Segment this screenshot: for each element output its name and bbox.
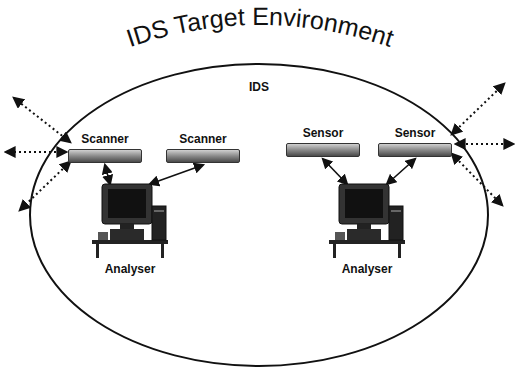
external-traffic bbox=[6, 84, 513, 210]
device-label: Scanner bbox=[166, 132, 240, 146]
sensor-device bbox=[286, 143, 360, 157]
device-label: Scanner bbox=[68, 132, 142, 146]
scanner-device bbox=[166, 149, 240, 163]
ids-boundary: IDS Scanner Scanner Sensor SensorAnalyser Ana… bbox=[28, 62, 490, 368]
computer-icon bbox=[88, 182, 172, 260]
sensor-node: Sensor bbox=[286, 126, 360, 157]
device-label: Sensor bbox=[378, 126, 452, 140]
link-arrow bbox=[105, 165, 110, 184]
region-label: IDS bbox=[28, 80, 490, 94]
scanner-node: Scanner bbox=[166, 132, 240, 163]
sensor-device bbox=[378, 143, 452, 157]
curved-title: IDS Target Environment bbox=[123, 2, 398, 52]
scanner-device bbox=[68, 149, 142, 163]
link-arrow bbox=[150, 165, 203, 184]
analyser-node: Analyser bbox=[88, 182, 172, 276]
analyser-node: Analyser bbox=[325, 182, 409, 276]
device-label: Sensor bbox=[286, 126, 360, 140]
link-arrow bbox=[323, 159, 347, 184]
scanner-node: Scanner bbox=[68, 132, 142, 163]
ellipse-outline bbox=[28, 62, 490, 368]
sensor-node: Sensor bbox=[378, 126, 452, 157]
device-label: Analyser bbox=[88, 262, 172, 276]
device-label: Analyser bbox=[325, 262, 409, 276]
link-arrow bbox=[387, 159, 415, 184]
computer-icon bbox=[325, 182, 409, 260]
